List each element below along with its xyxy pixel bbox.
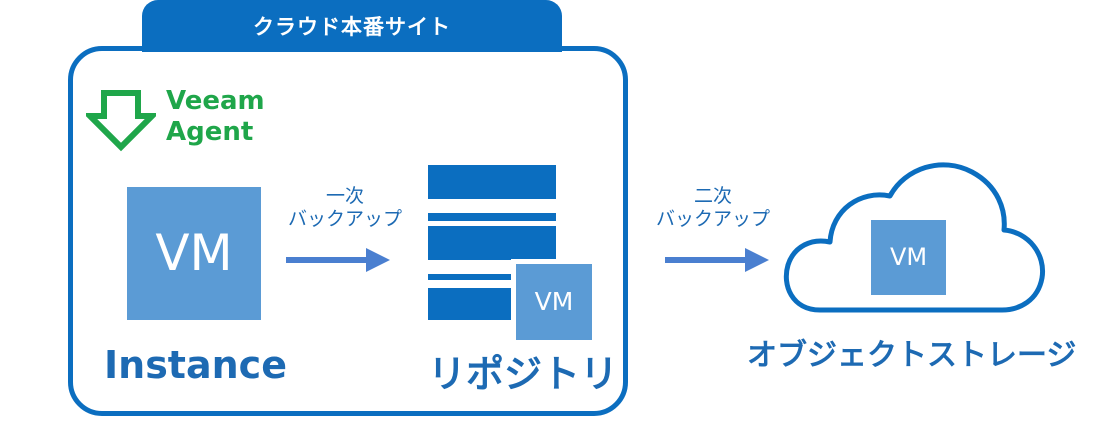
download-arrow-icon — [86, 90, 156, 152]
server-rack-divider — [428, 213, 556, 221]
primary-backup-label: 一次 バックアップ — [280, 185, 410, 231]
veeam-agent-label: Veeam Agent — [166, 86, 265, 148]
server-rack-bar — [428, 226, 556, 260]
server-rack-divider — [428, 274, 556, 280]
instance-vm-box: VM — [127, 187, 261, 320]
repository-vm-box: VM — [511, 259, 597, 345]
secondary-backup-line2: バックアップ — [655, 208, 770, 230]
primary-backup-arrow-icon — [286, 248, 390, 272]
agent-label-line1: Veeam — [166, 86, 265, 116]
site-title: クラウド本番サイト — [142, 0, 562, 52]
primary-backup-line1: 一次 — [325, 185, 364, 207]
primary-backup-line2: バックアップ — [287, 208, 402, 230]
agent-label-line2: Agent — [166, 117, 254, 147]
secondary-backup-arrow-icon — [665, 248, 769, 272]
instance-label: Instance — [104, 343, 287, 387]
secondary-backup-line1: 二次 — [693, 185, 732, 207]
object-storage-label: オブジェクトストレージ — [747, 338, 1077, 373]
repository-label: リポジトリ — [428, 352, 619, 396]
secondary-backup-label: 二次 バックアップ — [648, 185, 778, 231]
server-rack-bar — [428, 165, 556, 199]
cloud-vm-box: VM — [871, 220, 946, 295]
